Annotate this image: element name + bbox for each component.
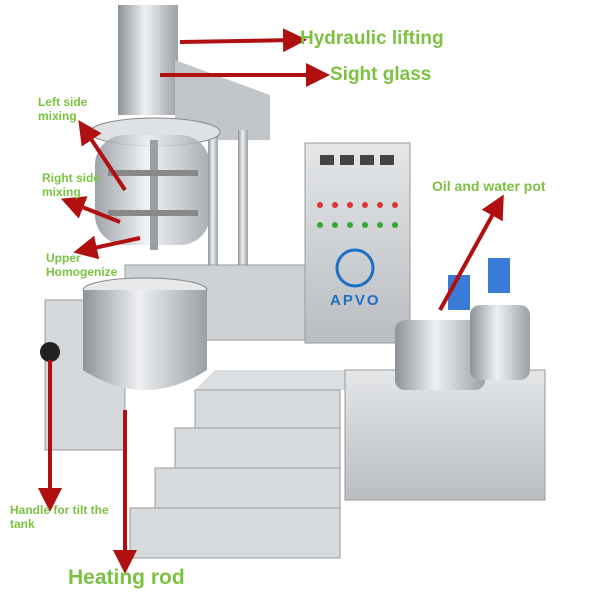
label-upper-homogenize: Upper Homogenize (46, 251, 118, 279)
label-right-side-mixing: Right side mixing (42, 171, 101, 199)
logo-mark (335, 248, 375, 288)
water-pot (470, 305, 530, 380)
tilt-handle-wheel (40, 342, 60, 362)
label-sight-glass: Sight glass (330, 64, 432, 85)
label-hydraulic-lifting: Hydraulic lifting (300, 28, 444, 49)
hydraulic-column (118, 5, 178, 115)
label-tilt-handle: Handle for tilt the tank (10, 503, 109, 531)
control-cabinet (304, 142, 411, 344)
label-heating-rod: Heating rod (68, 566, 185, 589)
brand-logo-text: APVO (330, 292, 381, 309)
annotation-arrows (38, 28, 504, 574)
motor (488, 258, 510, 293)
lower-tank (83, 290, 207, 390)
stairs (129, 389, 341, 559)
lifting-arm (175, 60, 270, 140)
label-oil-water-pot: Oil and water pot (432, 178, 546, 194)
oil-pot (395, 320, 485, 390)
label-left-side-mixing: Left side mixing (38, 95, 88, 123)
side-platform (344, 369, 546, 501)
